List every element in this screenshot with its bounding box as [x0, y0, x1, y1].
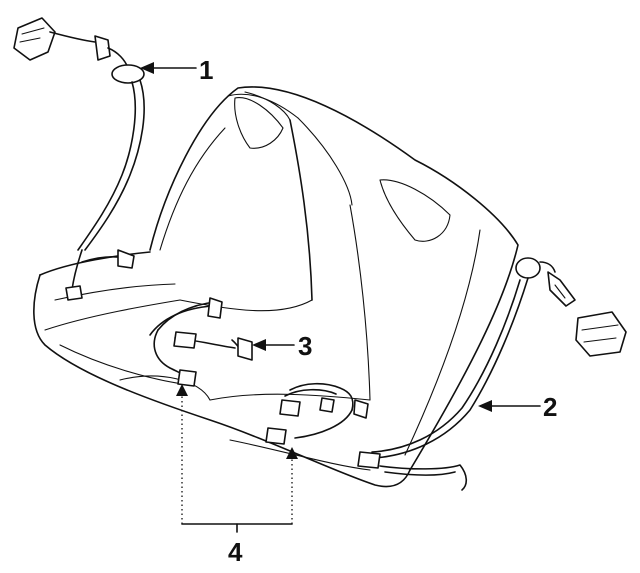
center-buckle-assembly [149, 297, 253, 387]
arrowhead-3 [252, 339, 266, 351]
right-buckle-assembly [265, 382, 369, 445]
callout-2: 2 [543, 392, 557, 422]
left-belt-retractor [13, 17, 145, 301]
arrowhead-2 [478, 400, 492, 412]
arrowhead-1 [140, 62, 154, 74]
callout-3: 3 [298, 331, 312, 361]
seat-back [149, 86, 519, 471]
seat-cushion [33, 251, 411, 488]
arrowhead-4b [286, 447, 298, 459]
right-belt-retractor [357, 257, 627, 491]
callout-4: 4 [228, 537, 243, 567]
callout-1: 1 [199, 55, 213, 85]
leader-lines [140, 62, 541, 533]
arrowhead-4a [176, 384, 188, 396]
